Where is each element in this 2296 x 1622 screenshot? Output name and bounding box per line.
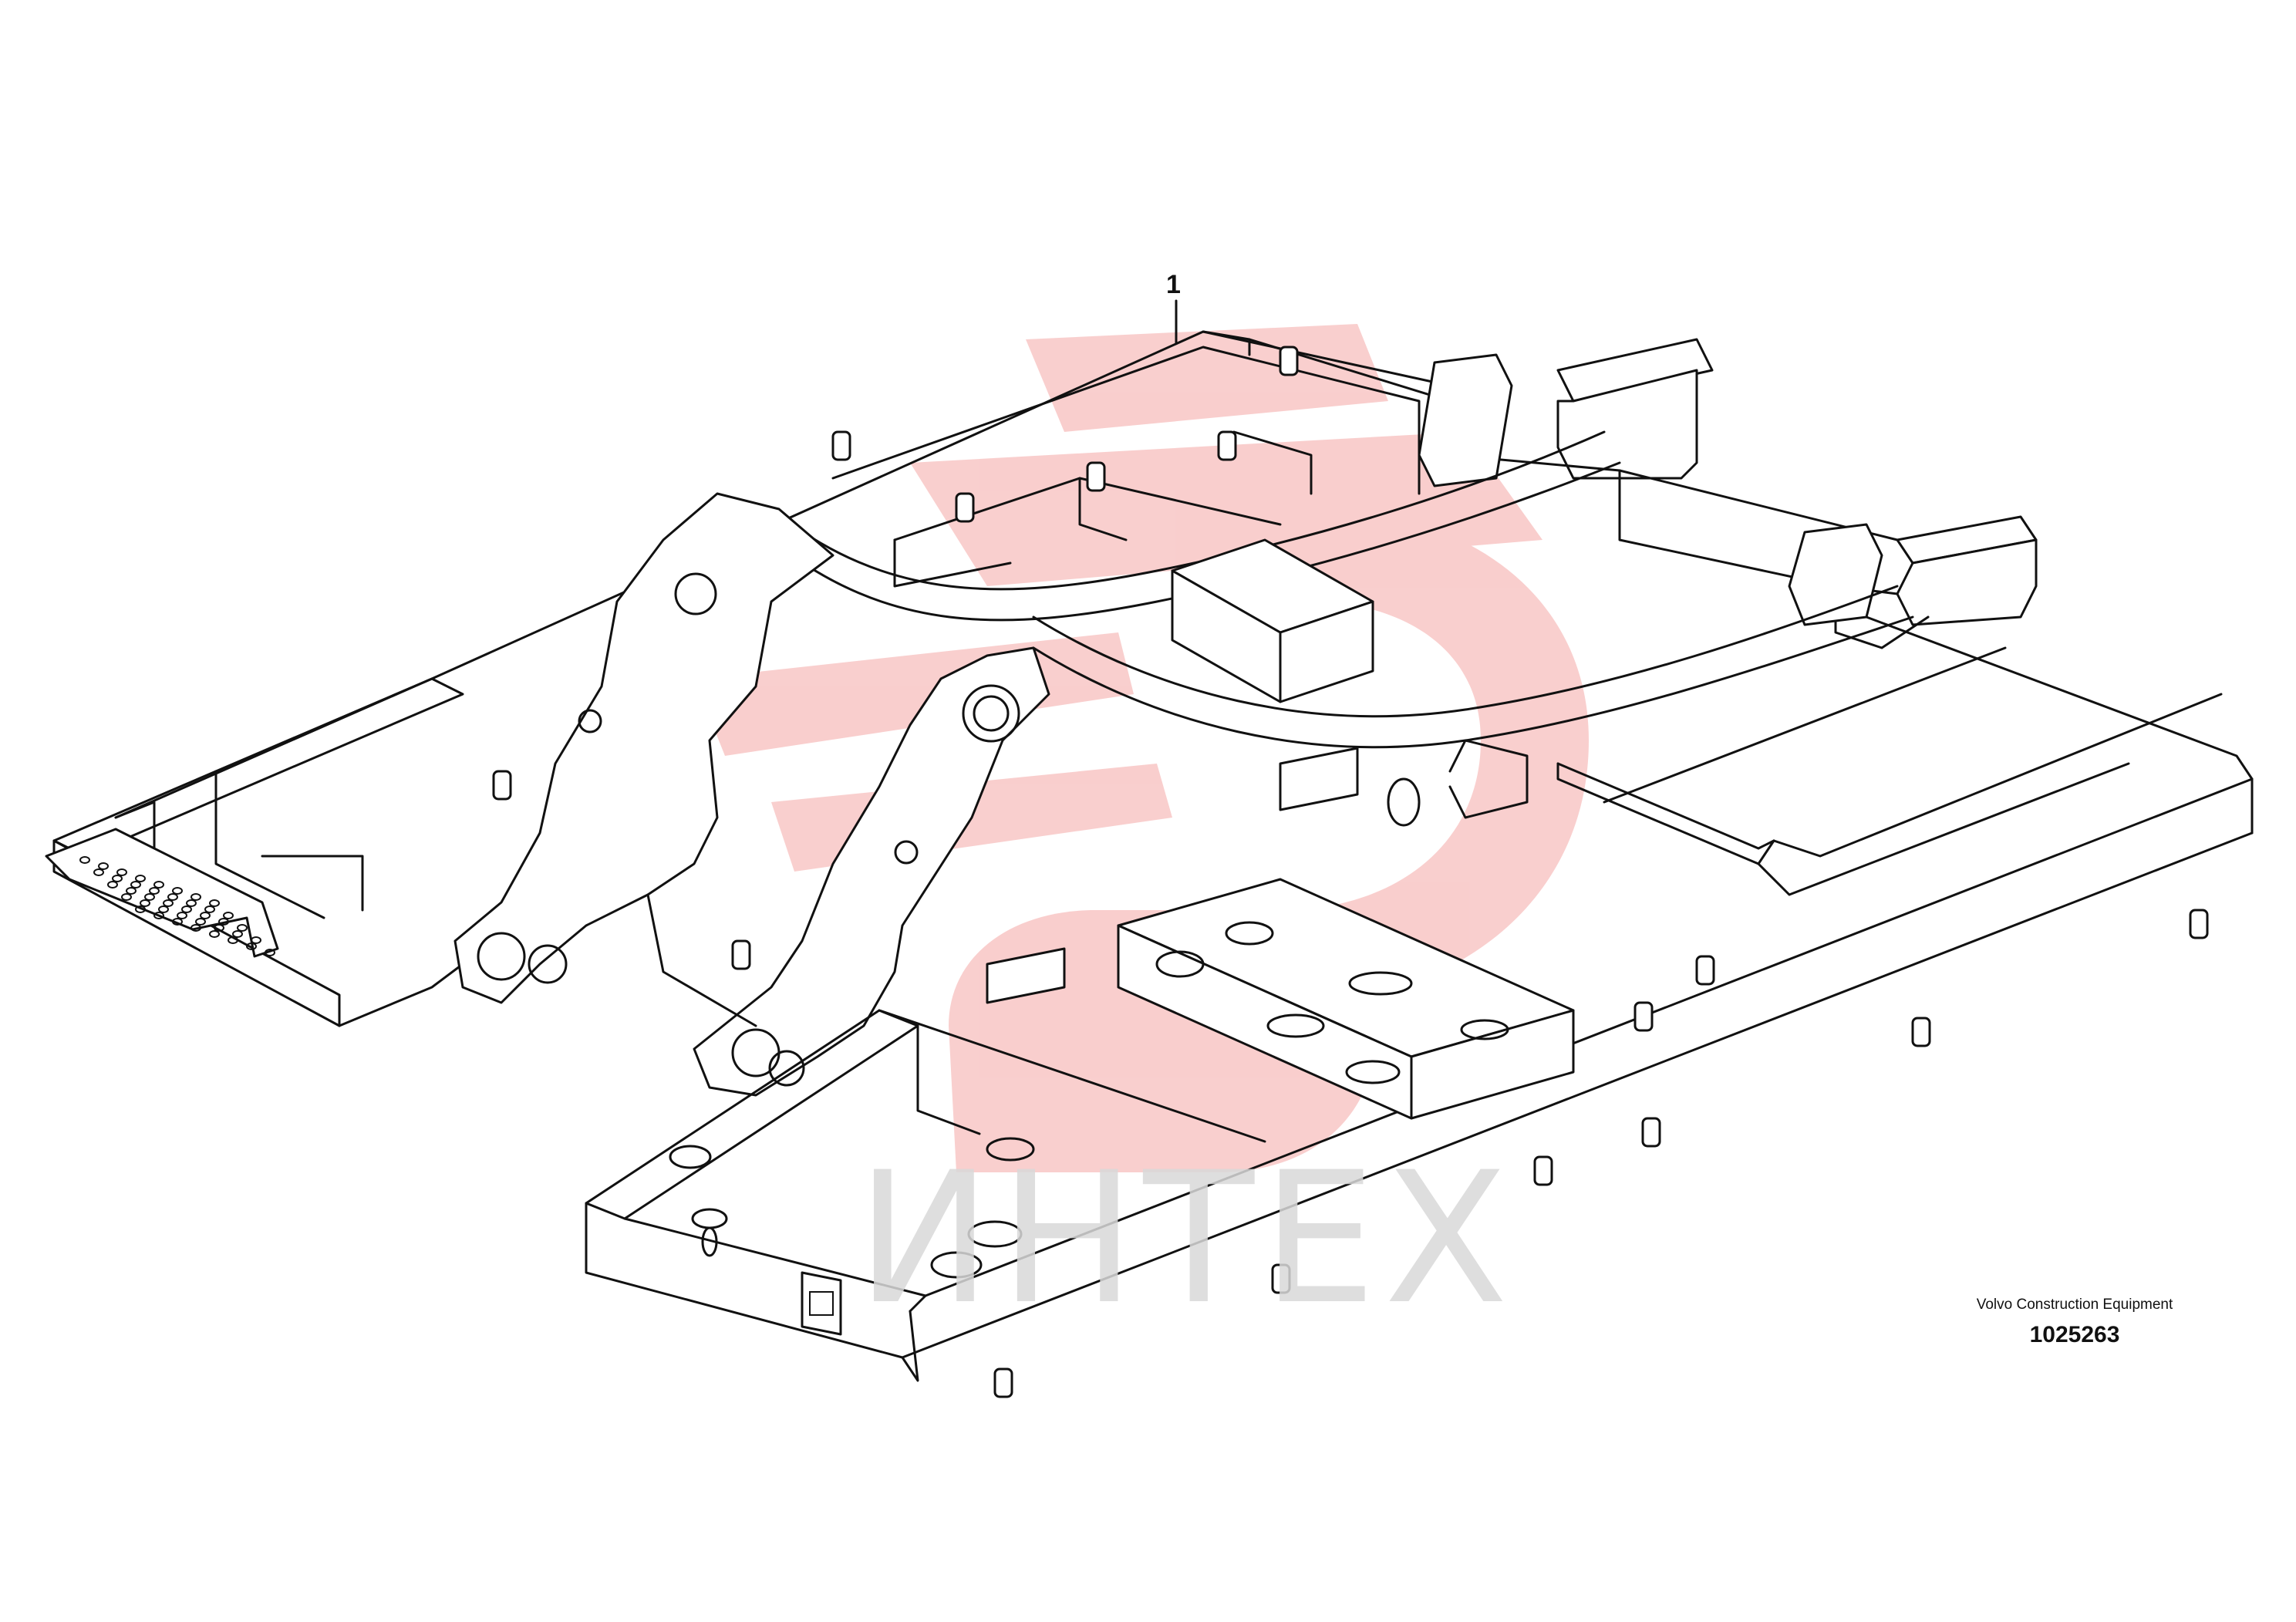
step-hole [218,918,229,926]
step-hole [195,918,206,926]
step-hole [116,868,127,876]
step-hole [130,881,141,889]
manufacturer-block: Volvo Construction Equipment 1025263 [1944,1296,2206,1348]
step-hole [190,893,201,901]
step-hole [251,936,261,944]
step-plate [45,828,279,958]
step-hole [158,905,169,913]
mounting-boss [831,430,851,461]
step-hole [167,893,178,901]
mounting-boss [993,1367,1013,1398]
inner-box-section [669,878,1575,1279]
step-hole [121,893,132,901]
part-number: 1025263 [2029,1322,2120,1347]
mounting-boss [1086,461,1106,492]
mounting-boss [1279,346,1299,376]
step-hole [126,887,137,895]
step-hole [209,930,220,938]
step-hole [246,943,257,950]
mounting-bosses [492,346,2209,1398]
mounting-boss [1695,955,1715,986]
step-hole [153,912,164,919]
mounting-boss [1271,1263,1291,1294]
step-hole [172,887,183,895]
step-hole [209,899,220,907]
mounting-boss [492,770,512,801]
step-hole [177,912,187,919]
step-hole [144,893,155,901]
callout-label-1: 1 [1166,270,1181,299]
step-hole [181,905,192,913]
step-hole [135,905,146,913]
cross-tubes [770,430,1914,749]
step-hole [98,862,109,870]
step-hole [153,881,164,889]
step-hole [79,856,90,864]
step-hole [204,905,215,913]
step-hole [228,936,238,944]
step-hole [214,924,224,932]
step-hole [112,875,123,882]
step-hole [107,881,118,889]
step-hole [93,868,104,876]
mounting-boss [731,939,751,970]
step-hole [265,949,275,956]
step-hole [140,899,150,907]
manufacturer-name: Volvo Construction Equipment [1976,1297,2173,1313]
center-bracket [1171,538,1374,811]
step-hole [135,875,146,882]
step-hole [200,912,211,919]
mounting-boss [1217,430,1237,461]
mounting-boss [1911,1017,1931,1047]
mounting-boss [1533,1155,1553,1186]
mounting-boss [1641,1117,1661,1148]
step-hole [190,924,201,932]
step-hole [163,899,174,907]
mounting-boss [2189,909,2209,939]
step-hole [223,912,234,919]
lower-frame [585,615,2254,1382]
step-hole [172,918,183,926]
mounting-boss [955,492,975,523]
step-hole [186,899,197,907]
step-hole [149,887,160,895]
step-hole [232,930,243,938]
access-latch [801,1271,842,1336]
boom-foot [453,492,1050,1097]
step-hole [237,924,248,932]
watermark-text: ИНТЕХ [856,1134,1516,1344]
step-plate-holes [79,856,275,956]
mounting-boss [1633,1001,1654,1032]
right-inner-deck [1387,646,2223,896]
